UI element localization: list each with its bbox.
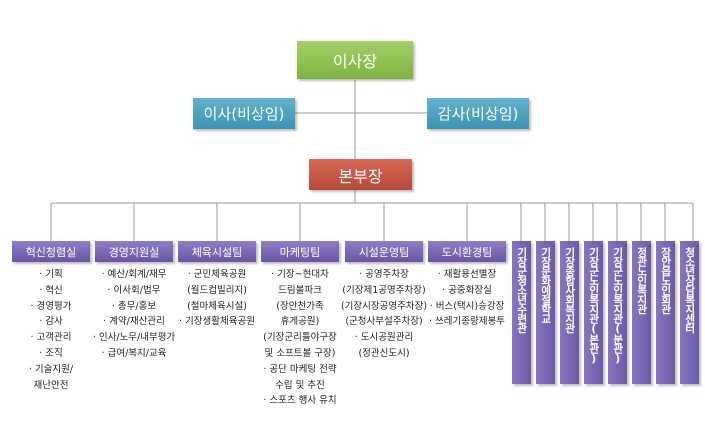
chairman-label: 이사장 bbox=[332, 52, 378, 71]
dept-label: 혁신청렴실 bbox=[25, 245, 77, 259]
dept-sports-facilities: 체육시설팀 bbox=[178, 241, 256, 262]
facility-label: 청소년상담복지센터 bbox=[683, 247, 696, 333]
facility-senior-welfare-branch: 기장군노인복지관(분관) bbox=[608, 241, 627, 384]
duty-item: 재난안전 bbox=[33, 379, 69, 391]
dept-marketing-duties: · 기장~현대차 드림볼파크 (장안천가족 휴게공원) (기장군리틀야구장 및 … bbox=[256, 267, 344, 409]
dept-innovation-integrity: 혁신청렴실 bbox=[12, 241, 90, 262]
duty-item: 수립 및 추진 bbox=[275, 379, 325, 391]
facility-label: 정관노인복지관 bbox=[635, 247, 648, 314]
chairman-box: 이사장 bbox=[297, 41, 413, 79]
facility-social-welfare-center: 기장종합사회복지관 bbox=[560, 241, 579, 384]
facility-label: 기장종합사회복지관 bbox=[563, 247, 576, 333]
duty-item: (기장군리틀야구장 bbox=[263, 332, 337, 344]
duty-item: · 도시공원관리 bbox=[354, 332, 414, 344]
duty-item: · 경영평가 bbox=[30, 300, 72, 312]
dept-marketing: 마케팅팀 bbox=[261, 241, 339, 262]
duty-item: · 버스(택시)승강장 bbox=[429, 300, 505, 312]
duty-item: · 기장~현대차 bbox=[271, 269, 329, 280]
duty-item: · 군민체육공원 bbox=[187, 269, 247, 280]
facility-label: 기장군청소년수련관 bbox=[515, 247, 528, 333]
dept-facility-operations-duties: · 공영주차장 (기장제1공영주차장) (기장시장공영주차장) (군청사부설주차… bbox=[337, 267, 431, 362]
directors-box: 이사(비상임) bbox=[193, 98, 295, 129]
duty-item: 휴게공원) bbox=[280, 316, 320, 328]
duty-item: · 이사회/법무 bbox=[107, 284, 161, 296]
duty-item: · 총무/홍보 bbox=[111, 300, 157, 312]
dept-innovation-integrity-duties: · 기획 · 혁신 · 경영평가 · 감사 · 고객관리 · 조직 · 기술지원… bbox=[12, 267, 90, 393]
dept-label: 시설운영팀 bbox=[358, 245, 410, 259]
headquarters-label: 본부장 bbox=[338, 166, 383, 186]
facility-label: 기장문화예절학교 bbox=[539, 247, 552, 323]
duty-item: · 기술지원/ bbox=[28, 363, 74, 375]
duty-item: 및 소프트볼 구장) bbox=[264, 347, 336, 359]
duty-item: · 혁신 bbox=[39, 284, 63, 296]
facility-culture-etiquette-school: 기장문화예절학교 bbox=[536, 241, 555, 384]
dept-management-support: 경영지원실 bbox=[95, 241, 173, 262]
dept-label: 체육시설팀 bbox=[191, 245, 243, 259]
duty-item: · 공단 마케팅 전략 bbox=[263, 363, 337, 375]
duty-item: · 계약/재산관리 bbox=[103, 316, 165, 328]
duty-item: · 인사/노무/내부평가 bbox=[92, 332, 176, 344]
dept-label: 마케팅팀 bbox=[279, 245, 321, 259]
dept-sports-facilities-duties: · 군민체육공원 (월드컵빌리지) (철마체육시설) · 기장생활체육공원 bbox=[173, 267, 261, 330]
duty-item: · 재활용선별장 bbox=[437, 269, 497, 280]
dept-label: 경영지원실 bbox=[108, 245, 160, 259]
facility-senior-welfare-main: 기장군노인복지관(본관) bbox=[584, 241, 603, 384]
auditors-box: 감사(비상임) bbox=[427, 98, 529, 129]
duty-item: (월드컵빌리지) bbox=[187, 284, 247, 296]
dept-urban-environment-duties: · 재활용선별장 · 공중화장실 · 버스(택시)승강장 · 쓰레기종량제봉투 bbox=[424, 267, 510, 330]
duty-item: · 예산/회계/재무 bbox=[101, 269, 167, 280]
duty-item: (군청사부설주차장) bbox=[345, 316, 423, 328]
dept-facility-operations: 시설운영팀 bbox=[345, 241, 423, 262]
facility-jeonggwan-senior-welfare: 정관노인복지관 bbox=[632, 241, 651, 384]
duty-item: · 급여/복지/교육 bbox=[101, 347, 167, 359]
duty-item: · 고객관리 bbox=[30, 332, 72, 344]
facility-label: 기장군노인복지관(분관) bbox=[611, 247, 624, 364]
facility-label: 기장군노인복지관(본관) bbox=[587, 247, 600, 364]
facility-label: 장안읍노인회관 bbox=[659, 247, 672, 314]
facility-youth-counseling-center: 청소년상담복지센터 bbox=[680, 241, 699, 384]
duty-item: · 감사 bbox=[39, 316, 63, 328]
facility-youth-training-center: 기장군청소년수련관 bbox=[512, 241, 531, 384]
auditors-label: 감사(비상임) bbox=[437, 105, 519, 123]
duty-item: · 기장생활체육공원 bbox=[179, 316, 255, 328]
duty-item: · 공영주차장 bbox=[359, 269, 409, 280]
duty-item: · 조직 bbox=[39, 347, 63, 359]
duty-item: (기장제1공영주차장) bbox=[342, 284, 426, 296]
dept-urban-environment: 도시환경팀 bbox=[428, 241, 506, 262]
duty-item: (철마체육시설) bbox=[187, 300, 247, 312]
duty-item: · 쓰레기종량제봉투 bbox=[429, 316, 505, 328]
duty-item: · 스포츠 행사 유치 bbox=[263, 395, 337, 407]
duty-item: · 공중화장실 bbox=[442, 284, 492, 296]
duty-item: · 기획 bbox=[39, 269, 63, 280]
duty-item: (장안천가족 bbox=[276, 300, 324, 312]
dept-label: 도시환경팀 bbox=[441, 245, 493, 259]
directors-label: 이사(비상임) bbox=[203, 105, 285, 123]
duty-item: (기장시장공영주차장) bbox=[340, 300, 428, 312]
facility-jangan-senior-hall: 장안읍노인회관 bbox=[656, 241, 675, 384]
duty-item: (정관신도시) bbox=[358, 347, 410, 359]
duty-item: 드림볼파크 bbox=[278, 284, 322, 296]
dept-management-support-duties: · 예산/회계/재무 · 이사회/법무 · 총무/홍보 · 계약/재산관리 · … bbox=[90, 267, 178, 362]
headquarters-box: 본부장 bbox=[309, 159, 412, 190]
